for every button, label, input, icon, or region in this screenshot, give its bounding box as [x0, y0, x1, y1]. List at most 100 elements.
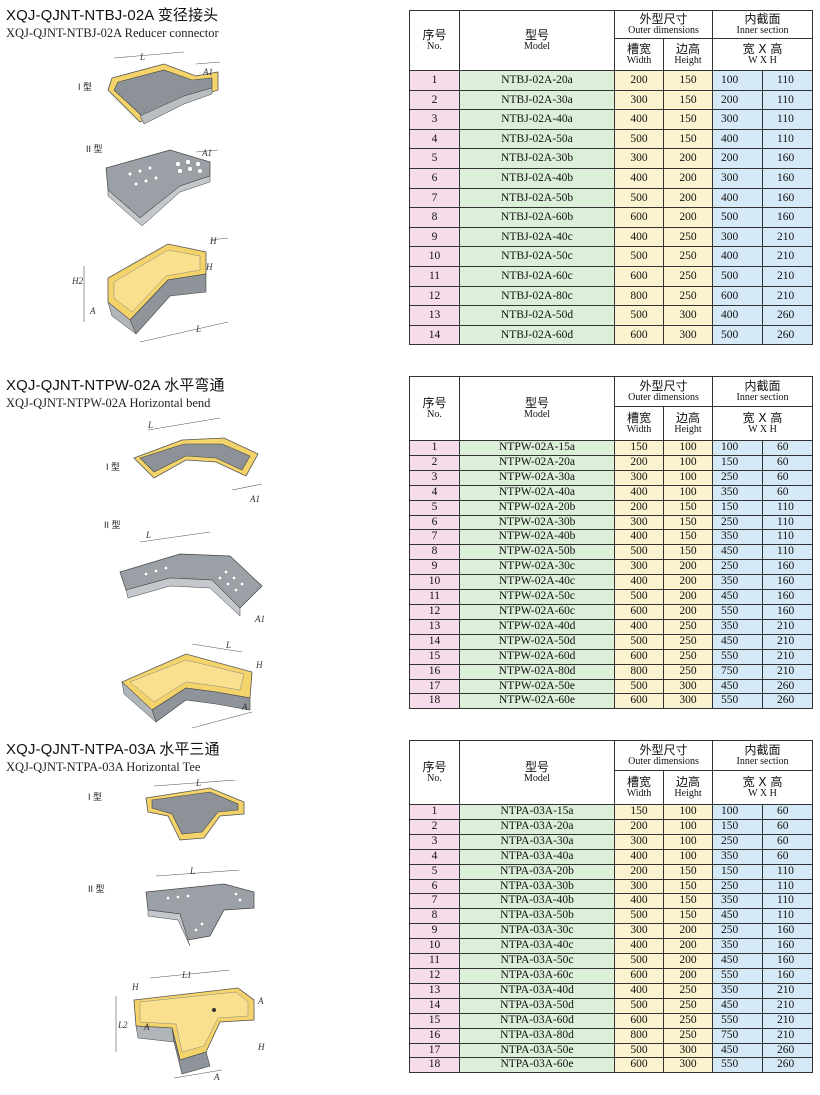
cell-width: 500	[614, 544, 664, 561]
cell-inner-height: 160	[762, 148, 814, 169]
type-label: II 型	[104, 520, 121, 530]
cell-inner-height: 260	[762, 1042, 814, 1059]
dim-label: A1	[255, 614, 265, 624]
horizontal-bend-type1-figure	[133, 417, 263, 491]
cell-width: 600	[614, 967, 664, 984]
cell-inner-height: 110	[762, 109, 814, 130]
cell-height: 250	[662, 618, 714, 635]
cell-no: 16	[409, 663, 460, 680]
cell-inner-height: 60	[762, 469, 814, 486]
cell-height: 250	[662, 997, 714, 1014]
cell-height: 100	[662, 848, 714, 865]
cell-inner-width: 150	[712, 454, 764, 471]
cell-width: 600	[614, 603, 664, 620]
cell-inner-height: 60	[762, 818, 814, 835]
cell-no: 7	[409, 893, 460, 910]
cell-model: NTBJ-02A-50c	[459, 246, 615, 267]
cell-width: 300	[614, 148, 664, 169]
cell-width: 800	[614, 285, 664, 307]
cell-model: NTPA-03A-40d	[459, 982, 615, 999]
cell-height: 200	[662, 938, 714, 955]
cell-model: NTPA-03A-30a	[459, 833, 615, 850]
dim-label: L	[226, 640, 232, 650]
cell-no: 1	[409, 804, 460, 820]
cell-height: 250	[662, 1027, 714, 1044]
cell-height: 250	[662, 285, 714, 307]
cell-model: NTPW-02A-50b	[459, 544, 615, 561]
cell-width: 500	[614, 128, 664, 150]
cell-model: NTPA-03A-50d	[459, 997, 615, 1014]
cell-height: 150	[662, 70, 714, 91]
cell-width: 400	[614, 529, 664, 546]
cell-inner-width: 300	[712, 109, 764, 130]
cell-inner-width: 450	[712, 908, 764, 925]
cell-no: 4	[409, 484, 460, 501]
cell-inner-width: 150	[712, 499, 764, 516]
cell-height: 250	[662, 982, 714, 999]
cell-width: 500	[614, 589, 664, 605]
dim-label: L	[190, 866, 196, 876]
cell-model: NTPA-03A-30c	[459, 923, 615, 940]
cell-no: 8	[409, 207, 460, 228]
cell-no: 2	[409, 818, 460, 835]
cell-model: NTPA-03A-50b	[459, 908, 615, 925]
dim-label: H	[258, 1042, 265, 1052]
cell-width: 200	[614, 499, 664, 516]
cell-width: 600	[614, 324, 664, 346]
cell-height: 200	[662, 953, 714, 969]
cell-inner-width: 550	[712, 1012, 764, 1029]
cell-no: 5	[409, 499, 460, 516]
cell-width: 300	[614, 559, 664, 576]
cell-width: 500	[614, 953, 664, 969]
cell-width: 400	[614, 226, 664, 248]
cell-height: 100	[662, 454, 714, 471]
cell-height: 250	[662, 265, 714, 287]
section-title-en: XQJ-QJNT-NTPW-02A Horizontal bend	[6, 396, 211, 410]
dim-label: A1	[202, 148, 212, 158]
cell-model: NTPA-03A-40a	[459, 848, 615, 865]
section-reducer-connector: XQJ-QJNT-NTBJ-02A 变径接头 XQJ-QJNT-NTBJ-02A…	[0, 0, 820, 360]
cell-width: 600	[614, 265, 664, 287]
cell-height: 150	[662, 529, 714, 546]
section-title-cn: XQJ-QJNT-NTPA-03A 水平三通	[6, 741, 220, 758]
section-horizontal-tee: XQJ-QJNT-NTPA-03A 水平三通 XQJ-QJNT-NTPA-03A…	[0, 736, 820, 1091]
cell-width: 400	[614, 167, 664, 189]
cell-height: 300	[662, 1057, 714, 1074]
cell-inner-width: 500	[712, 265, 764, 287]
cell-width: 500	[614, 1042, 664, 1059]
cell-inner-width: 350	[712, 893, 764, 910]
cell-inner-height: 160	[762, 574, 814, 591]
cell-inner-height: 110	[762, 544, 814, 561]
cell-no: 7	[409, 187, 460, 209]
cell-no: 16	[409, 1027, 460, 1044]
cell-width: 800	[614, 663, 664, 680]
cell-width: 400	[614, 938, 664, 955]
cell-inner-height: 60	[762, 454, 814, 471]
cell-inner-height: 60	[762, 848, 814, 865]
cell-inner-height: 160	[762, 923, 814, 940]
cell-model: NTPW-02A-15a	[459, 440, 615, 456]
cell-no: 11	[409, 953, 460, 969]
cell-inner-width: 500	[712, 207, 764, 228]
cell-width: 400	[614, 618, 664, 635]
cell-no: 10	[409, 938, 460, 955]
cell-no: 6	[409, 514, 460, 531]
cell-inner-width: 100	[712, 440, 764, 456]
cell-height: 100	[662, 818, 714, 835]
